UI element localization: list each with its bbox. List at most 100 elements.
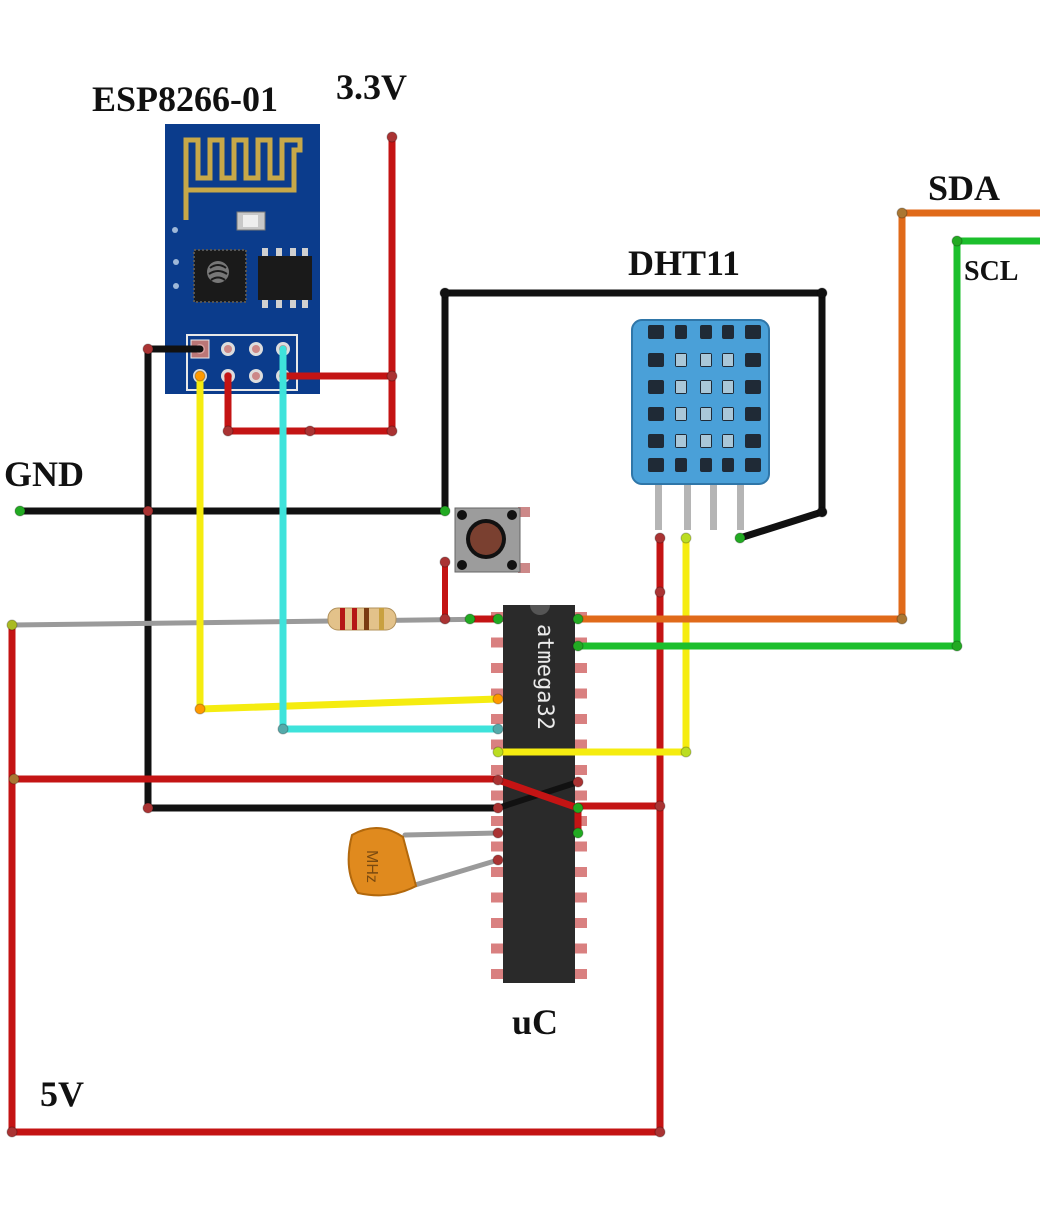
uc-label: uC xyxy=(512,1002,559,1042)
junction-dot xyxy=(951,640,963,652)
dht-grille-slot xyxy=(648,407,664,421)
junction-dot xyxy=(6,619,18,631)
junction-dot xyxy=(142,343,154,355)
junction-dot xyxy=(492,774,504,786)
dht-label: DHT11 xyxy=(628,243,741,283)
chip-pin xyxy=(491,637,505,648)
dht-grille-window xyxy=(701,354,711,366)
junction-dot xyxy=(142,505,154,517)
junction-dot xyxy=(816,287,828,299)
junction-dot xyxy=(816,506,828,518)
junction-dot xyxy=(386,425,398,437)
junction-dot xyxy=(439,613,451,625)
chip-pin xyxy=(573,867,587,877)
chip-pin xyxy=(491,867,505,877)
junction-dot xyxy=(194,370,206,382)
chip-pin xyxy=(573,943,587,954)
chip-pin xyxy=(491,714,505,724)
dht-grille-slot xyxy=(745,353,761,367)
chip-pin xyxy=(491,841,505,852)
chip-pin xyxy=(491,739,505,750)
junction-dot xyxy=(386,370,398,382)
junction-dot xyxy=(654,586,666,598)
junction-dot xyxy=(464,613,476,625)
dht-grille-slot xyxy=(648,434,664,448)
junction-dot xyxy=(14,505,26,517)
dht-grille-window xyxy=(676,435,686,447)
chip-pin xyxy=(491,688,505,699)
junction-dot xyxy=(8,773,20,785)
chip-pin xyxy=(573,739,587,750)
junction-dot xyxy=(492,854,504,866)
chip-pin xyxy=(491,943,505,954)
junction-dot xyxy=(492,746,504,758)
junction-dot xyxy=(492,723,504,735)
chip-pin xyxy=(573,790,587,801)
dht-grille-slot xyxy=(648,353,664,367)
dht-grille-slot xyxy=(648,325,664,339)
junction-dot xyxy=(572,640,584,652)
chip-pin xyxy=(573,688,587,699)
dht-grille-slot xyxy=(648,458,664,472)
dht-grille-window xyxy=(701,381,711,393)
scl-wire xyxy=(574,237,1040,650)
junction-dot xyxy=(492,802,504,814)
junction-dot xyxy=(572,802,584,814)
chip-pin xyxy=(491,790,505,801)
dht-grille-window xyxy=(723,435,733,447)
dht-grille-slot xyxy=(675,325,687,339)
junction-dots xyxy=(6,131,963,1138)
v5-wire xyxy=(8,534,664,1136)
junction-dot xyxy=(572,776,584,788)
crystal-lead-2 xyxy=(402,857,501,891)
esp-tx-wire xyxy=(196,372,502,713)
sda-wire xyxy=(574,209,1040,623)
chip-pin xyxy=(573,663,587,673)
chip-pin xyxy=(491,892,505,903)
dht11-sensor xyxy=(631,319,770,530)
dht-grille-slot xyxy=(745,325,761,339)
junction-dot xyxy=(142,802,154,814)
v33-label: 3.3V xyxy=(336,67,407,107)
dht-grille-slot xyxy=(700,458,712,472)
dht-grille-slot xyxy=(722,458,734,472)
junction-dot xyxy=(277,723,289,735)
pushbutton-icon xyxy=(454,507,530,573)
crystal-marking: MHz xyxy=(363,850,380,883)
junction-dot xyxy=(222,425,234,437)
junction-dot xyxy=(654,532,666,544)
junction-dot xyxy=(654,1126,666,1138)
crystal-icon xyxy=(347,827,418,897)
chip-pin xyxy=(491,765,505,775)
junction-dot xyxy=(439,556,451,568)
dht-grille-slot xyxy=(675,458,687,472)
junction-dot xyxy=(734,532,746,544)
junction-dot xyxy=(896,207,908,219)
dht-grille-window xyxy=(723,381,733,393)
resistor-icon xyxy=(327,607,397,631)
junction-dot xyxy=(572,613,584,625)
dht-grille-window xyxy=(676,381,686,393)
sda-label: SDA xyxy=(928,168,1001,208)
dht-grille-window xyxy=(676,354,686,366)
chip-pin xyxy=(573,918,587,928)
junction-dot xyxy=(896,613,908,625)
dht-grille-slot xyxy=(700,325,712,339)
junction-dot xyxy=(386,131,398,143)
dht-grille-slot xyxy=(745,407,761,421)
crystal-lead-1 xyxy=(402,830,501,838)
chip-pin xyxy=(573,841,587,852)
junction-dot xyxy=(951,235,963,247)
esp8266-board xyxy=(165,124,320,394)
chip-marking: atmega32 xyxy=(532,624,557,730)
chip-pin xyxy=(573,969,587,979)
dht-grille-slot xyxy=(648,380,664,394)
junction-dot xyxy=(194,703,206,715)
junction-dot xyxy=(6,1126,18,1138)
junction-dot xyxy=(492,693,504,705)
chip-pin xyxy=(491,816,505,826)
gnd-label: GND xyxy=(4,454,84,494)
dht-grille-slot xyxy=(745,434,761,448)
esp-label: ESP8266-01 xyxy=(92,79,279,119)
